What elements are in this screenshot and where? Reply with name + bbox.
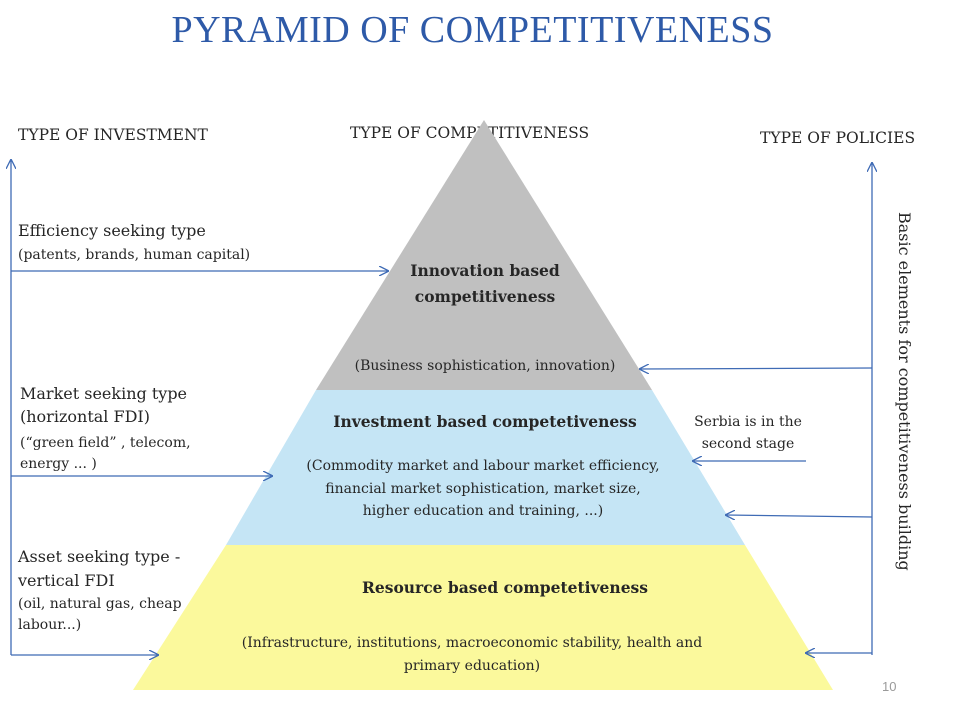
investment-tier-detail-1: (Commodity market and labour market effi…	[306, 458, 660, 474]
investment-tier-title: Investment based competetiveness	[333, 412, 637, 431]
investment-arrows	[11, 160, 872, 655]
serbia-note-2: second stage	[701, 436, 795, 452]
resource-tier-detail-2: primary education)	[403, 658, 541, 674]
policy-arrow-top	[640, 368, 873, 369]
pyramid-tier-innovation	[316, 120, 652, 390]
asset-type-label-2: vertical FDI	[18, 571, 115, 590]
policies-header: TYPE OF POLICIES	[760, 129, 916, 147]
innovation-tier-detail: (Business sophistication, innovation)	[354, 358, 616, 374]
investment-tier-detail-2: financial market sophistication, market …	[325, 481, 641, 497]
market-type-label-1: Market seeking type	[20, 384, 188, 403]
efficiency-type-detail: (patents, brands, human capital)	[18, 247, 251, 263]
page-number: 10	[882, 679, 897, 694]
asset-type-detail-1: (oil, natural gas, cheap	[18, 596, 182, 612]
resource-tier-detail-1: (Infrastructure, institutions, macroecon…	[241, 635, 703, 651]
policies-vertical-label: Basic elements for competitiveness build…	[895, 212, 914, 571]
serbia-note-1: Serbia is in the	[694, 414, 802, 430]
competitiveness-header: TYPE OF COMPETITIVENESS	[350, 124, 590, 142]
page-title: PYRAMID OF COMPETITIVENESS	[171, 9, 774, 51]
policy-arrow-middle	[726, 515, 873, 517]
efficiency-type-label: Efficiency seeking type	[18, 221, 206, 240]
market-type-detail-2: energy ... )	[20, 456, 97, 472]
innovation-tier-title-1: Innovation based	[410, 261, 560, 280]
market-type-label-2: (horizontal FDI)	[20, 407, 150, 426]
asset-type-detail-2: labour...)	[18, 617, 82, 633]
asset-type-label-1: Asset seeking type -	[18, 547, 181, 566]
market-type-detail-1: (“green field” , telecom,	[20, 435, 191, 451]
pyramid-tier-investment	[226, 390, 745, 545]
investment-tier-detail-3: higher education and training, ...)	[362, 503, 604, 519]
pyramid-tier-resource	[133, 545, 833, 690]
resource-tier-title: Resource based competetiveness	[361, 578, 649, 597]
innovation-tier-title-2: competitiveness	[414, 287, 556, 306]
investment-header: TYPE OF INVESTMENT	[18, 126, 208, 144]
